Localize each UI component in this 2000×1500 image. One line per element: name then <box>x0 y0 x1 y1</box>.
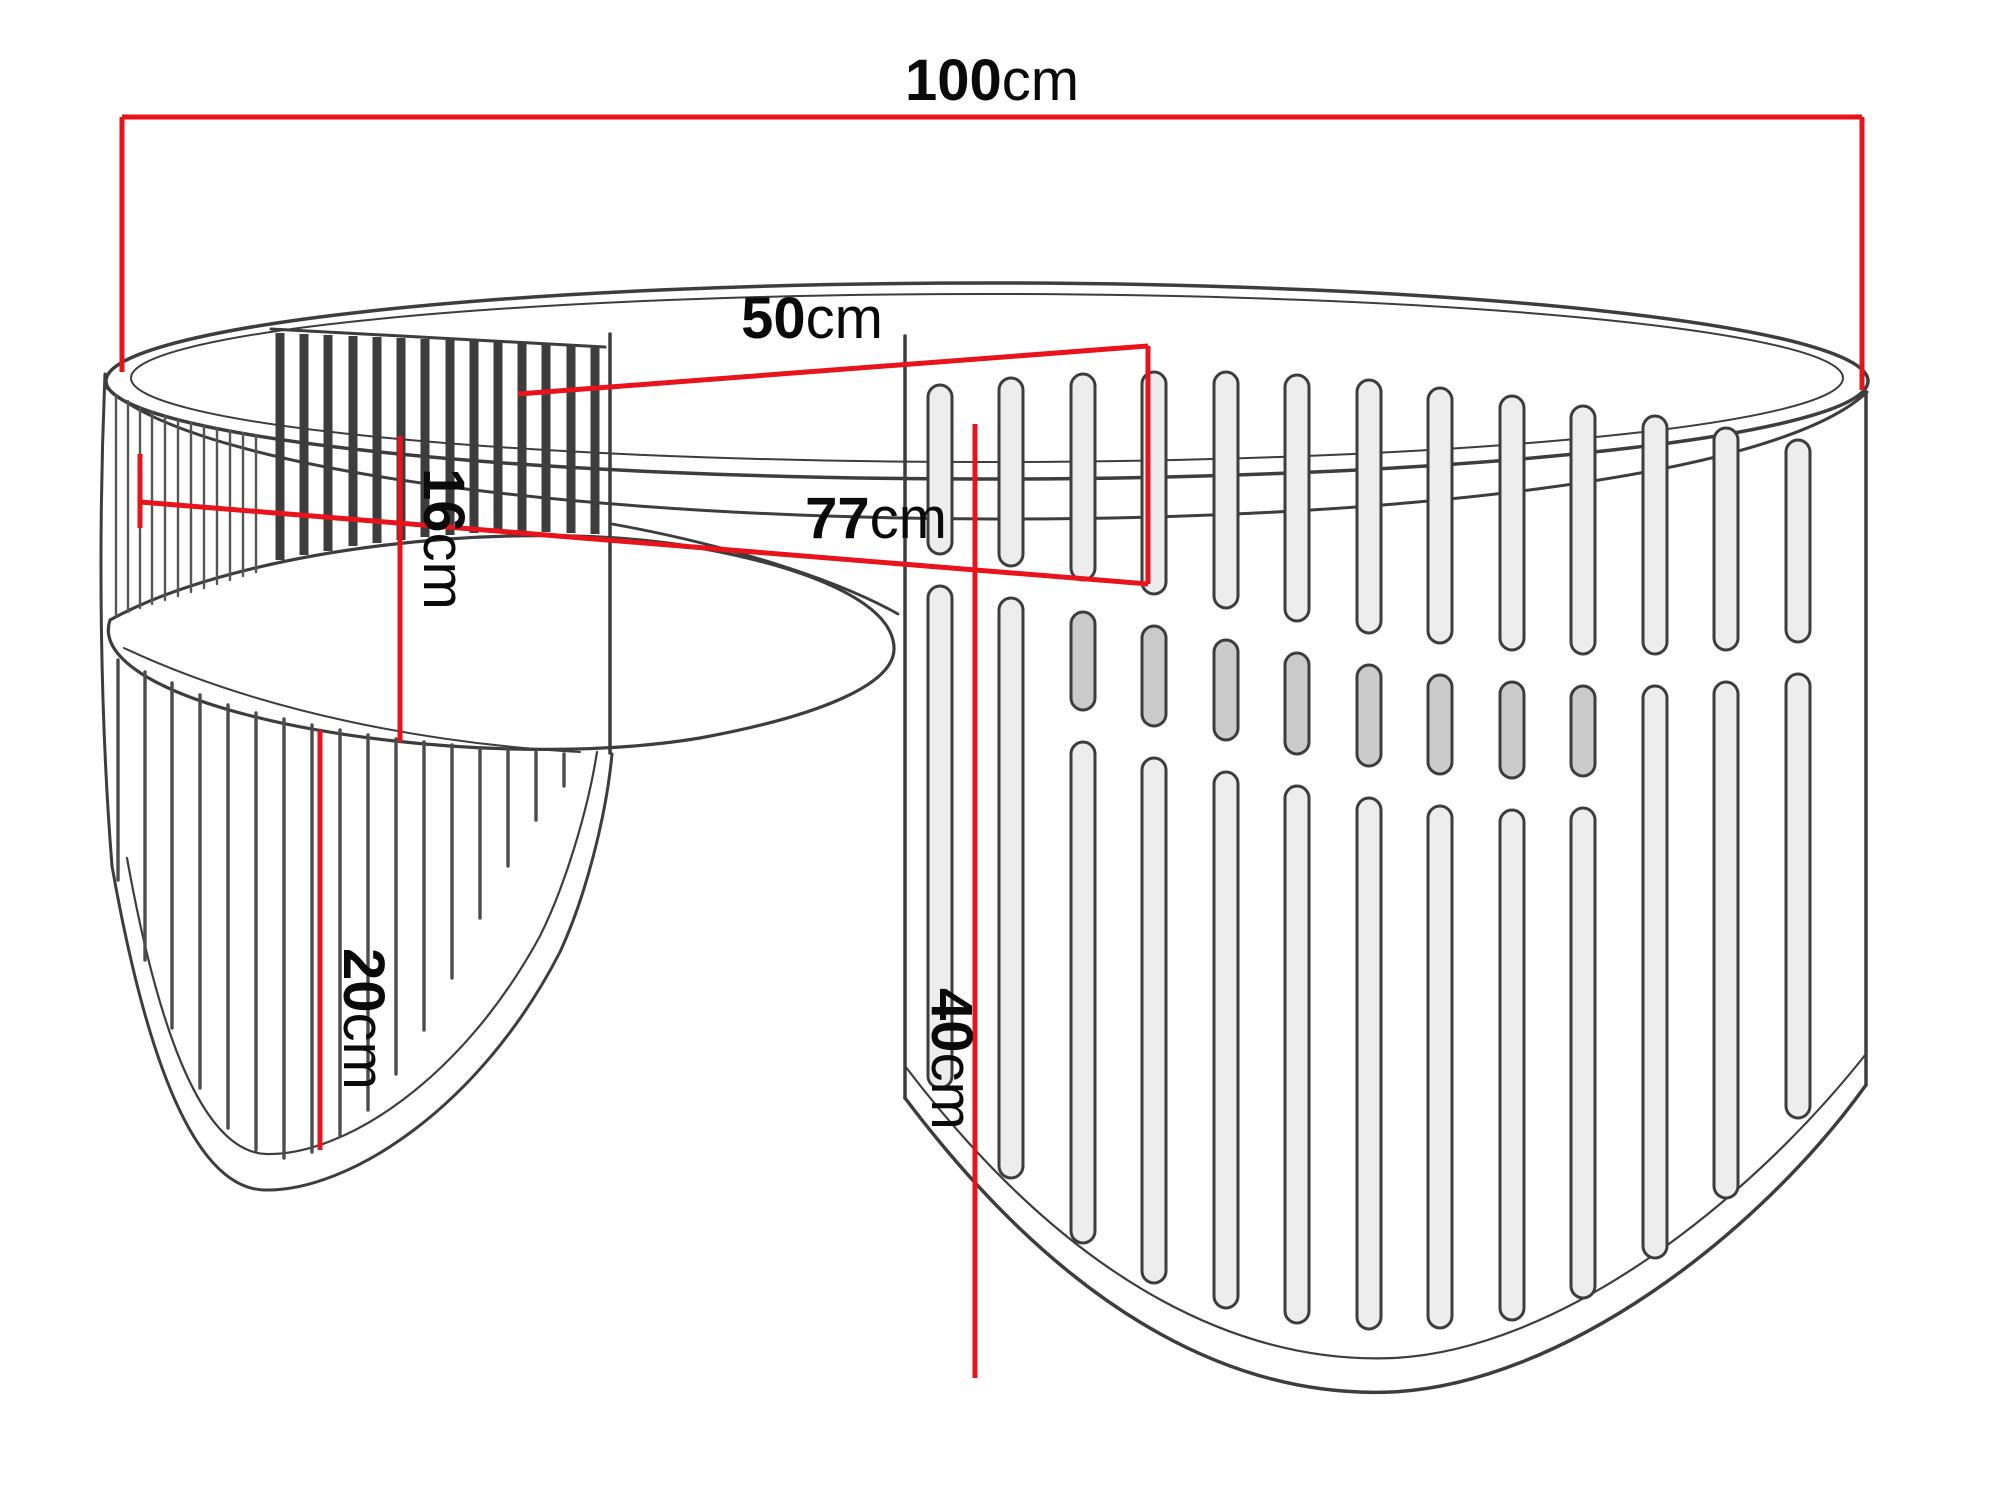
dimension-label-77cm: 77cm <box>805 486 947 551</box>
dimension-unit: cm <box>806 286 883 351</box>
dimension-unit: cm <box>870 486 947 551</box>
left-base-outer-curve <box>110 752 614 1192</box>
slot-segment <box>926 383 954 556</box>
drum-bottom-outer-curve <box>903 1083 1868 1395</box>
dimension-value: 100 <box>905 48 1002 113</box>
slot-segment <box>997 376 1025 568</box>
slot-segment <box>1069 610 1097 712</box>
slot-segment <box>1498 680 1526 780</box>
dimension-label-100cm: 100cm <box>905 48 1079 113</box>
slot-segment <box>1283 373 1311 623</box>
dimension-unit: cm <box>919 1053 984 1130</box>
slot-segment <box>1355 378 1383 635</box>
foot-slats <box>116 658 566 1160</box>
slot-segment <box>1569 404 1597 656</box>
slot-segment <box>1355 796 1383 1331</box>
slot-segment <box>1784 672 1812 1120</box>
dimension-value: 50 <box>741 286 806 351</box>
left-silhouette <box>99 372 114 868</box>
slot-segment <box>1212 638 1240 742</box>
slot-segment <box>1212 770 1240 1310</box>
slot-segment <box>1784 438 1812 644</box>
slot-segment <box>1712 426 1740 652</box>
dimension-value: 77 <box>805 486 870 551</box>
dimension-labels: 100cm 50cm 77cm 16cm 20cm 40cm <box>331 48 1079 1130</box>
slot-segment <box>1069 740 1097 1245</box>
slot-segment <box>1355 663 1383 768</box>
slot-segment <box>1283 784 1311 1325</box>
dimension-label-16cm: 16cm <box>411 468 476 610</box>
dimension-annotations <box>119 114 1865 1378</box>
slot-segment <box>1641 684 1669 1260</box>
tabletop-rim <box>105 386 1869 521</box>
table-drawing <box>99 281 1870 1395</box>
slot-segment <box>1426 386 1454 645</box>
slot-segment <box>1498 808 1526 1322</box>
slot-segment <box>1140 624 1168 728</box>
slot-segment <box>1641 414 1669 656</box>
shelf-back-edge <box>610 522 900 616</box>
dimension-unit: cm <box>411 533 476 610</box>
dimension-label-50cm: 50cm <box>741 286 883 351</box>
dimension-label-20cm: 20cm <box>331 948 396 1090</box>
shelf-outline <box>106 534 896 751</box>
slot-segment <box>1569 806 1597 1300</box>
tabletop-inner-edge <box>130 293 1844 463</box>
back-rail <box>269 327 607 349</box>
slot-segment <box>1569 684 1597 778</box>
slot-segment <box>1283 651 1311 756</box>
drum-slots <box>926 370 1812 1331</box>
slot-segment <box>926 584 954 1090</box>
slot-segment <box>1140 756 1168 1285</box>
dimension-value: 20 <box>331 948 396 1013</box>
dimension-value: 40 <box>919 988 984 1053</box>
slot-segment <box>1712 680 1740 1200</box>
dimension-unit: cm <box>1002 48 1079 113</box>
shelf-thickness-line <box>123 647 581 753</box>
tabletop-outer-edge <box>104 281 1870 481</box>
dimension-value: 16 <box>411 468 476 533</box>
slot-segment <box>1498 394 1526 652</box>
slot-segment <box>1069 372 1097 582</box>
slot-segment <box>1212 370 1240 610</box>
dimension-line-50cm <box>517 343 1149 397</box>
dimension-unit: cm <box>331 1013 396 1090</box>
slot-segment <box>1426 804 1454 1330</box>
slot-segment <box>1426 673 1454 776</box>
dimension-label-40cm: 40cm <box>919 988 984 1130</box>
slot-segment <box>997 596 1025 1180</box>
dimension-line-77cm <box>139 499 1149 587</box>
left-base-inner-curve <box>125 750 599 1156</box>
